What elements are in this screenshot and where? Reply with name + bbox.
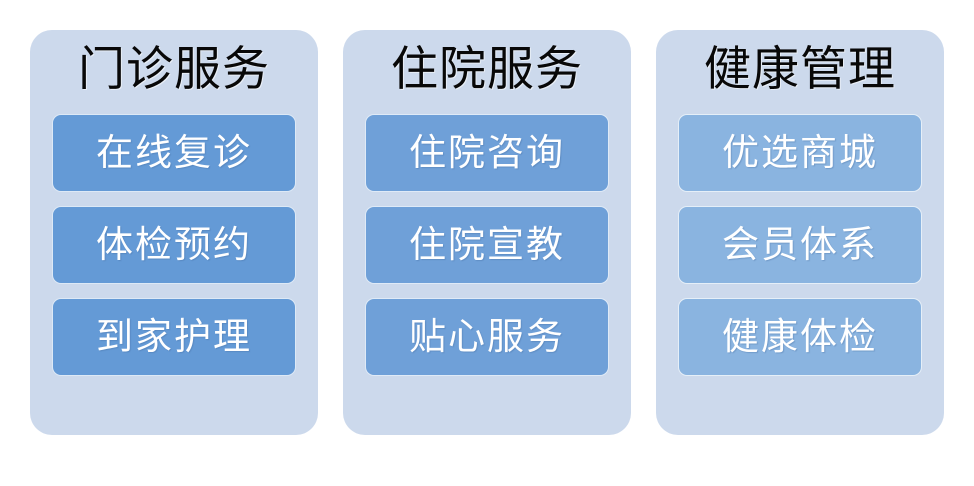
service-column-health-management: 健康管理 优选商城 会员体系 健康体检	[656, 30, 944, 435]
service-item-list-outpatient-services: 在线复诊 体检预约 到家护理	[52, 113, 296, 376]
service-item-inpatient-education[interactable]: 住院宣教	[365, 205, 609, 284]
service-item-membership-system[interactable]: 会员体系	[678, 205, 922, 284]
service-column-outpatient-services: 门诊服务 在线复诊 体检预约 到家护理	[30, 30, 318, 435]
service-item-checkup-appointment[interactable]: 体检预约	[52, 205, 296, 284]
service-item-caring-service[interactable]: 贴心服务	[365, 297, 609, 376]
service-item-online-follow-up[interactable]: 在线复诊	[52, 113, 296, 192]
service-item-home-nursing[interactable]: 到家护理	[52, 297, 296, 376]
column-title-health-management: 健康管理	[704, 42, 896, 97]
service-item-health-checkup[interactable]: 健康体检	[678, 297, 922, 376]
service-item-list-inpatient-services: 住院咨询 住院宣教 贴心服务	[365, 113, 609, 376]
service-item-list-health-management: 优选商城 会员体系 健康体检	[678, 113, 922, 376]
service-column-inpatient-services: 住院服务 住院咨询 住院宣教 贴心服务	[343, 30, 631, 435]
service-item-inpatient-consultation[interactable]: 住院咨询	[365, 113, 609, 192]
column-title-outpatient-services: 门诊服务	[78, 42, 270, 97]
service-item-preferred-mall[interactable]: 优选商城	[678, 113, 922, 192]
column-title-inpatient-services: 住院服务	[391, 42, 583, 97]
